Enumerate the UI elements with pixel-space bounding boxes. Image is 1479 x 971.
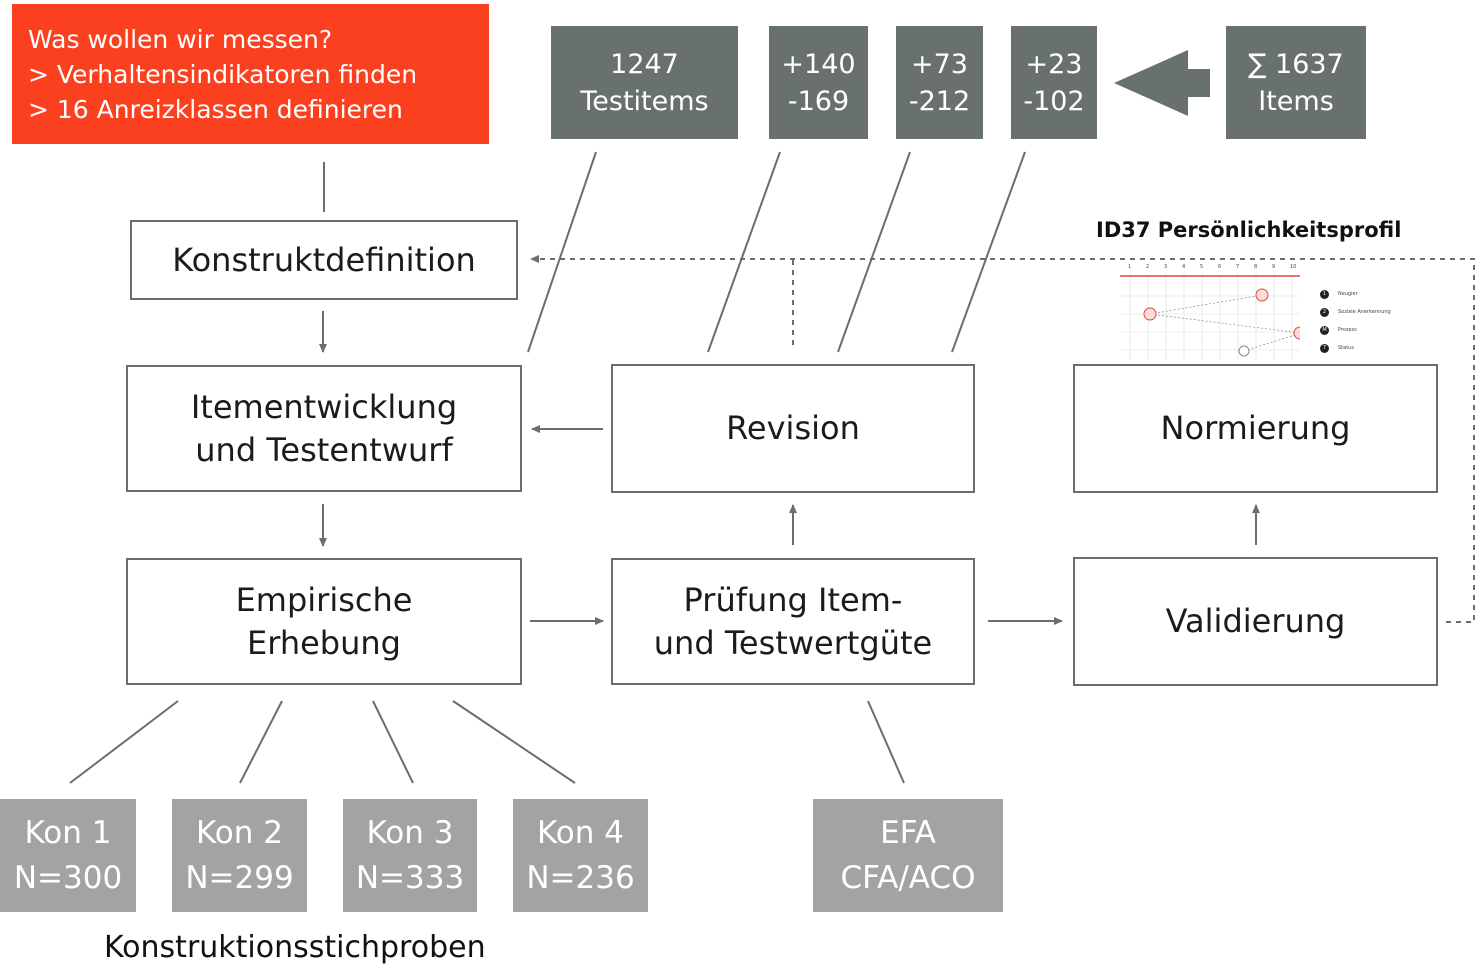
legend-label: Prozess [1338,327,1357,333]
profile-scale-tick: 9 [1272,264,1276,270]
profile-scale-tick: 6 [1218,264,1222,270]
profile-scale-tick: 10 [1290,264,1297,270]
count-tile-revision-1: +140 -169 [769,26,868,139]
sample-tile-kon3: Kon 3 N=333 [343,799,477,912]
profile-thumbnail [1120,274,1300,360]
connector-kon1 [69,700,179,784]
connector-count-2 [707,151,781,353]
total-items-tile: ∑ 1637 Items [1226,26,1366,139]
sample-size: N=333 [355,859,465,896]
count-value: 1247 [610,48,679,80]
legend-key: 1 [1320,290,1329,299]
profile-legend: 1 Neugier 2 Soziale Anerkennung M Prozes… [1320,290,1410,360]
total-arrow-icon [1114,50,1210,116]
sample-name: Kon 3 [366,814,454,851]
step-itementwicklung-line-1: Itementwicklung [190,387,458,426]
total-label: Items [1258,85,1334,117]
count-added: +140 [781,48,856,80]
step-empirische-line-2: Erhebung [247,623,401,662]
step-revision-label: Revision [726,409,860,447]
step-pruefung-line-2: und Testwertgüte [653,623,933,662]
goal-line-1: Was wollen wir messen? [28,25,333,54]
step-itementwicklung: Itementwicklung und Testentwurf [126,365,522,492]
count-removed: -102 [1023,85,1085,117]
count-removed: -212 [908,85,971,117]
count-tile-revision-2: +73 -212 [896,26,983,139]
goal-line-2: > Verhaltensindikatoren finden [28,60,418,89]
sample-size: N=236 [526,859,635,896]
step-konstruktdefinition: Konstruktdefinition [130,220,518,300]
count-label: Testitems [580,85,709,117]
step-revision: Revision [611,364,975,493]
sample-size: N=299 [185,859,294,896]
connector-testitems [527,151,597,353]
profile-marker [1255,288,1269,302]
step-empirische-erhebung: Empirische Erhebung [126,558,522,685]
profile-scale-tick: 8 [1254,264,1258,270]
connector-count-3 [837,151,911,353]
sample-tile-kon4: Kon 4 N=236 [513,799,648,912]
profile-scale: 1 2 3 4 5 6 7 8 9 10 [1126,264,1306,272]
sample-name: Kon 1 [24,814,112,851]
goal-line-3: > 16 Anreizklassen definieren [28,95,403,124]
profile-scale-tick: 1 [1128,264,1132,270]
profile-scale-tick: 3 [1164,264,1168,270]
profile-marker [1143,307,1157,321]
samples-caption: Konstruktionsstichproben [104,930,486,965]
connector-efa [867,700,905,784]
goal-box: Was wollen wir messen? > Verhaltensindik… [12,4,489,144]
step-normierung: Normierung [1073,364,1438,493]
connector-kon2 [239,700,283,784]
count-removed: -169 [787,85,850,117]
sample-name: Kon 2 [196,814,283,851]
analysis-tile: EFA CFA/ACO [813,799,1003,912]
legend-key: 7 [1320,344,1329,353]
profile-marker [1293,326,1300,340]
analysis-line-1: EFA [880,814,936,851]
profile-scale-tick: 7 [1236,264,1240,270]
profile-scale-tick: 4 [1182,264,1186,270]
sample-tile-kon2: Kon 2 N=299 [172,799,307,912]
legend-key: 2 [1320,308,1329,317]
step-pruefung: Prüfung Item- und Testwertgüte [611,558,975,685]
sample-name: Kon 4 [537,814,624,851]
connector-count-4 [951,151,1026,353]
step-validierung: Validierung [1073,557,1438,686]
sample-size: N=300 [13,859,123,896]
sample-tile-kon1: Kon 1 N=300 [0,799,136,912]
count-tile-testitems: 1247 Testitems [551,26,738,139]
legend-key: M [1320,326,1329,335]
dashed-feedback-validierung [535,258,1475,623]
legend-label: Status [1338,345,1354,351]
step-normierung-label: Normierung [1160,409,1351,447]
count-added: +73 [911,48,968,80]
count-tile-revision-3: +23 -102 [1011,26,1097,139]
profile-marker [1238,345,1250,357]
profile-scale-tick: 5 [1200,264,1204,270]
legend-label: Neugier [1338,291,1358,297]
step-pruefung-line-1: Prüfung Item- [683,580,903,619]
step-validierung-label: Validierung [1165,602,1346,640]
analysis-line-2: CFA/ACO [840,859,976,896]
connector-kon3 [372,700,414,784]
total-value: ∑ 1637 [1248,48,1344,80]
profile-scale-tick: 2 [1146,264,1150,270]
dashed-arrowhead [530,255,539,263]
profile-title: ID37 Persönlichkeitsprofil [1096,218,1402,242]
step-konstruktdefinition-label: Konstruktdefinition [172,240,476,279]
count-added: +23 [1025,48,1083,80]
connector-kon4 [452,700,576,784]
legend-label: Soziale Anerkennung [1338,309,1391,315]
step-itementwicklung-line-2: und Testentwurf [195,430,453,469]
step-empirische-line-1: Empirische [235,580,413,619]
